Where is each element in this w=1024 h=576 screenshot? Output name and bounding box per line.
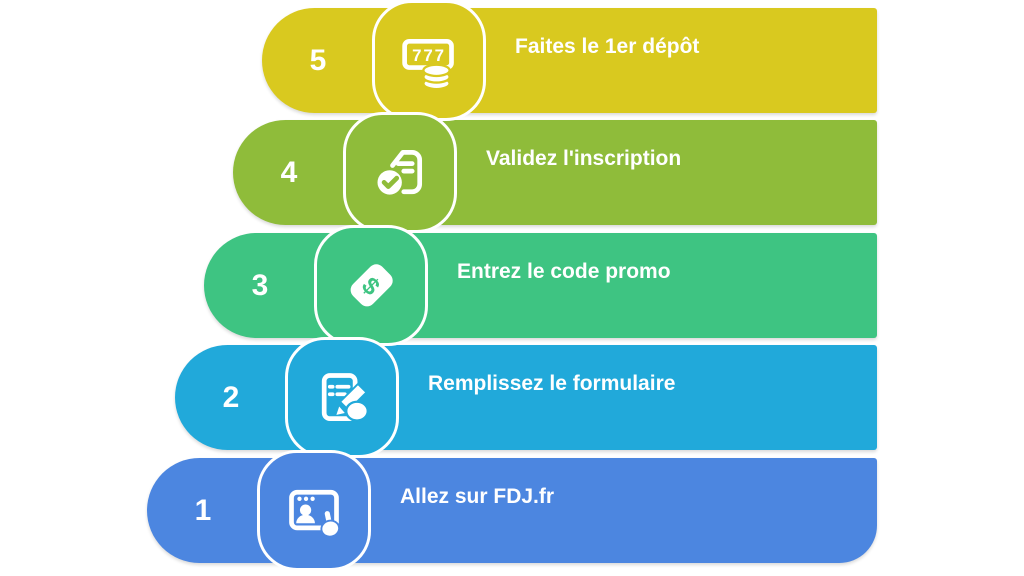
step-row-1: 1 Allez sur FDJ.fr <box>147 450 877 571</box>
step-icon-bubble <box>257 450 371 571</box>
step-label: Faites le 1er dépôt <box>515 35 700 58</box>
step-icon-bubble <box>285 337 399 458</box>
step-row-5: 5 777 Faites le 1er dépôt <box>262 0 877 121</box>
step-label: Validez l'inscription <box>486 147 682 170</box>
svg-text:777: 777 <box>412 46 446 65</box>
promo-tag-icon: $ <box>350 263 393 306</box>
document-check-icon <box>377 149 423 195</box>
step-label: Entrez le code promo <box>457 260 671 283</box>
step-label: Allez sur FDJ.fr <box>400 485 555 508</box>
step-icon-bubble: 777 <box>372 0 486 121</box>
step-number: 2 <box>222 380 240 414</box>
step-row-3: 3 $ Entrez le code promo <box>204 225 877 346</box>
step-label: Remplissez le formulaire <box>428 372 676 395</box>
step-icon-bubble <box>343 112 457 233</box>
browser-visit-icon <box>289 489 341 538</box>
step-row-2: 2 Remplissez le formulaire <box>175 337 877 458</box>
step-number: 3 <box>251 268 269 302</box>
step-icon-bubble: $ <box>314 225 428 346</box>
step-number: 1 <box>194 493 212 527</box>
step-row-4: 4 Validez l'inscription <box>233 112 877 233</box>
step-number: 5 <box>309 43 327 77</box>
slot-coins-icon: 777 <box>402 38 454 90</box>
form-fill-icon <box>321 372 369 422</box>
step-number: 4 <box>280 155 298 189</box>
